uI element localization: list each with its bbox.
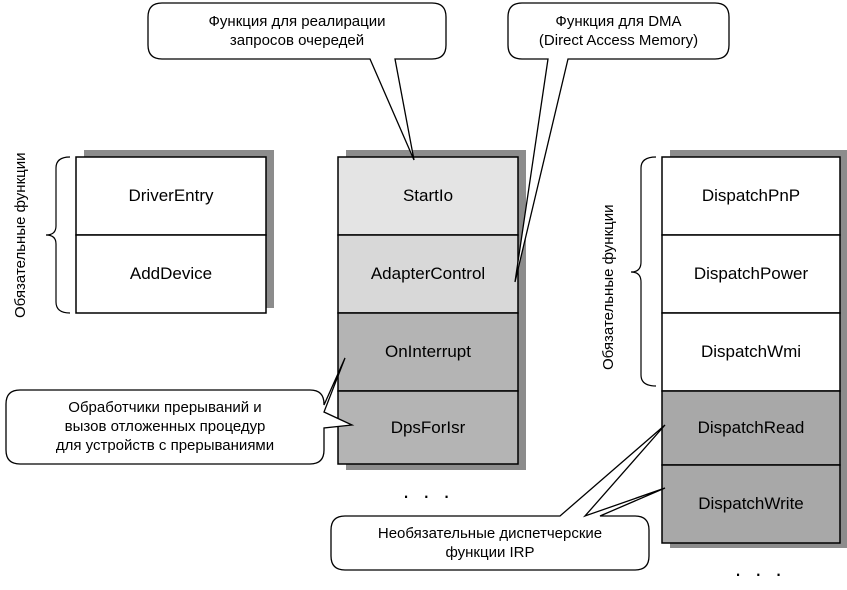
label-dpsforisr: DpsForIsr [390,418,466,437]
callout-irp-text: Необязательные диспетчерские функции IRP [377,525,603,561]
label-dispatchread: DispatchRead [697,418,805,437]
callout-startio-bubble [147,2,447,161]
box-adddevice [75,234,267,314]
callout-irp-bubble [330,424,666,571]
left-group-label: Обязательные функции [12,152,29,319]
label-dispatchpnp: DispatchPnP [701,186,801,205]
callout-interrupts-text: Обработчики прерываний и вызов отложенны… [55,399,275,454]
middle-ellipsis: . . . [403,478,454,503]
box-dispatchread [661,390,841,466]
box-dispatchpower [661,234,841,314]
box-dispatchwrite [661,464,841,544]
callout-dma-bubble [507,2,730,283]
callout-dma-text: Функция для DMA (Direct Access Memory) [538,13,699,49]
callout-interrupts-bubble [5,357,355,465]
box-dispatchpnp [661,156,841,236]
middle-column [337,156,519,465]
label-startio: StartIo [402,186,454,205]
label-dispatchwrite: DispatchWrite [698,494,804,513]
left-column [75,156,267,314]
left-brace [45,156,71,314]
label-adddevice: AddDevice [129,264,213,283]
right-ellipsis: . . . [735,556,786,581]
box-dpsforisr [337,390,519,465]
label-dispatchpower: DispatchPower [693,264,809,283]
label-oninterrupt: OnInterrupt [385,342,471,361]
right-brace [630,156,657,387]
label-adaptercontrol: AdapterControl [370,264,486,283]
label-driverentry: DriverEntry [128,186,214,205]
callout-startio-text: Функция для реалирации запросов очередей [208,13,386,49]
label-dispatchwmi: DispatchWmi [700,342,802,361]
box-driverentry [75,156,267,236]
right-group-label: Обязательные функции [600,204,617,371]
box-dispatchwmi [661,312,841,392]
right-column [661,156,841,544]
